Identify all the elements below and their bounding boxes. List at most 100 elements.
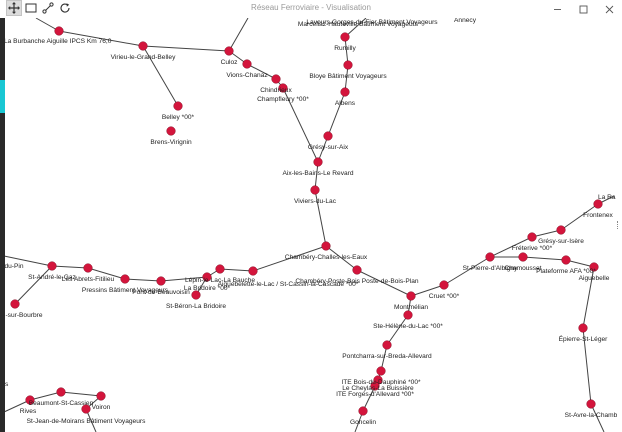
minimize-icon [553,8,561,10]
station-label-frontenex: Frontenex [583,212,613,219]
station-node-albens[interactable] [340,87,350,97]
station-label-freterive: Fréterive *00* [512,245,553,252]
rail-edge [410,284,445,297]
station-label-pin: du-Pin [4,263,23,270]
station-node-goncelin[interactable] [358,406,368,416]
rail-edge [219,268,254,272]
station-node-lepin[interactable] [215,264,225,274]
station-node-brens[interactable] [166,126,176,136]
station-node-abrets[interactable] [83,263,93,273]
close-button[interactable] [596,0,622,18]
station-node-cognin[interactable] [248,266,258,276]
maximize-icon [579,5,587,13]
network-edges [3,17,615,432]
station-label-brens: Brens-Virignin [150,139,192,146]
station-node-chindrieux[interactable] [271,74,281,84]
station-node-aix[interactable] [313,157,323,167]
station-node-aiguebelle[interactable] [589,262,599,272]
station-node-virieu[interactable] [138,41,148,51]
station-label-rumilly: Rumilly [334,45,356,52]
station-node-rives[interactable] [25,395,35,405]
station-node-chamousset[interactable] [518,252,528,262]
station-node-pontcharra[interactable] [382,340,392,350]
station-node-freterive[interactable] [527,232,537,242]
station-node-pressins[interactable] [120,274,130,284]
station-node-pont_beau[interactable] [156,276,166,286]
rail-edge [443,256,491,286]
station-node-cruet[interactable] [439,280,449,290]
station-node-st_beron[interactable] [191,290,201,300]
station-node-moirans[interactable] [81,404,91,414]
station-labels: La Burbanche Aiguille IPCS Km 76,0Virieu… [4,17,618,426]
rail-edge [344,36,349,66]
station-node-viviers[interactable] [310,185,320,195]
station-label-gresy_aix: Grésy-sur-Aix [308,144,349,151]
station-node-voiron[interactable] [96,391,106,401]
move-arrows-icon [8,2,20,14]
station-node-beaumont[interactable] [56,387,66,397]
refresh-tool-button[interactable] [57,0,73,16]
station-node-epierre[interactable] [578,323,588,333]
station-node-st_andre[interactable] [47,261,57,271]
station-label-pont_beau: Pont-de-Beauvoisin [132,289,190,296]
station-label-goncelin: Goncelin [350,419,376,426]
network-nodes[interactable] [10,26,603,416]
rail-edge-offscreen [3,399,31,413]
move-tool-button[interactable] [6,0,22,16]
station-node-bloye[interactable] [343,60,353,70]
station-label-s_left: s [5,381,9,388]
station-label-st_pierre: St-Pierre-d'Albigny [463,265,518,272]
station-node-chambery[interactable] [321,241,331,251]
maximize-button[interactable] [570,0,596,18]
edge-tool-button[interactable] [40,0,56,16]
rail-edge [314,161,319,191]
station-label-pontcharra: Pontcharra-sur-Breda-Allevard [342,353,432,360]
station-label-montmelian: Montmélian [394,304,428,311]
station-label-belley: Belley *00* [162,114,195,121]
station-label-virieu: Virieu-le-Grand-Belley [111,54,176,61]
station-node-belley[interactable] [173,101,183,111]
station-node-rumilly[interactable] [340,32,350,42]
rail-edge-offscreen [3,255,53,267]
rail-edge [317,135,329,163]
station-node-bourbre[interactable] [10,299,20,309]
station-label-viviers: Viviers-du-Lac [294,198,337,205]
station-node-ste_helene[interactable] [403,310,413,320]
rail-edge-offscreen [228,17,249,52]
window-title: Réseau Ferroviaire - Visualisation [251,3,371,12]
rail-edge [327,91,346,137]
station-node-burbanche[interactable] [54,26,64,36]
station-label-culoz: Culoz [221,59,238,66]
station-node-frontenex[interactable] [593,199,603,209]
station-node-culoz[interactable] [224,46,234,56]
station-label-chindrieux: Chindrieux [260,87,292,94]
minimize-button[interactable] [544,0,570,18]
station-label-st_beron: St-Béron-La Bridoire [166,303,226,310]
resize-handle[interactable] [617,221,619,229]
station-node-chambery_posteb[interactable] [352,265,362,275]
station-node-st_pierre[interactable] [485,252,495,262]
station-node-st_avre[interactable] [586,399,596,409]
station-label-vions: Vions-Chanaz [226,72,267,79]
rail-edge [560,203,599,231]
rail-edge-offscreen [344,17,367,38]
station-node-gresy_isere[interactable] [556,225,566,235]
station-node-gresy_aix[interactable] [323,131,333,141]
station-node-dauphine[interactable] [376,366,386,376]
select-rect-tool-button[interactable] [23,0,39,16]
station-label-la_ra: La Ra [598,194,616,201]
station-label-chamousset: Chamousset [504,265,541,272]
rail-edge [142,45,230,52]
station-node-montmelian[interactable] [406,291,416,301]
station-node-bridoire[interactable] [202,272,212,282]
station-node-forges[interactable] [370,381,380,391]
station-label-gorges: Lavours-Gorges-du-Fier Bâtiment Voyageur… [306,19,438,26]
station-label-epierre: Épierre-St-Léger [559,334,609,343]
station-label-rives: Rives [20,408,37,415]
station-label-moirans: St-Jean-de-Moirans Bâtiment Voyageurs [27,418,146,425]
station-node-vions[interactable] [242,59,252,69]
station-node-champfleury[interactable] [278,83,288,93]
station-node-plateforme[interactable] [561,255,571,265]
rail-edge [356,269,412,297]
